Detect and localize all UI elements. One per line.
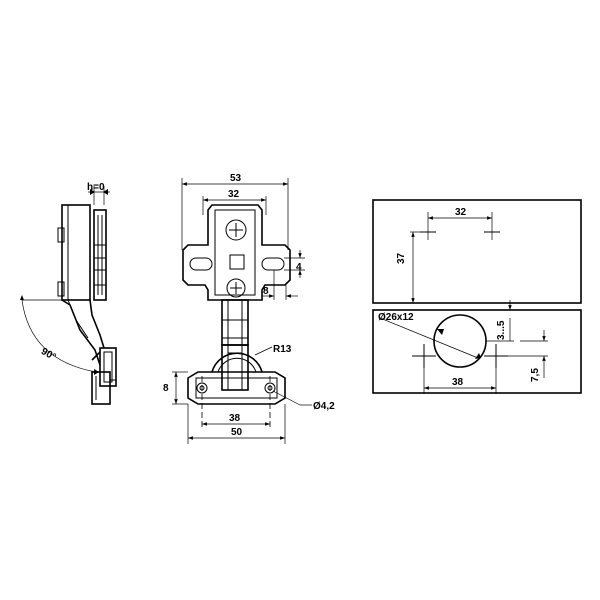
left-screw-hole bbox=[196, 382, 208, 394]
screw-spacing-label: 38 bbox=[452, 377, 464, 388]
hole-diameter-label: Ø4,2 bbox=[313, 401, 335, 412]
screw-offset-label: 7,5 bbox=[530, 368, 541, 382]
right-slot bbox=[261, 257, 285, 271]
right-screw-hole bbox=[264, 382, 276, 394]
top-height-label: 37 bbox=[396, 252, 407, 264]
plate-width-label: 50 bbox=[231, 427, 243, 438]
vertical-offset-label: 4 bbox=[296, 262, 302, 273]
mounting-plate bbox=[182, 204, 291, 301]
door-panel bbox=[372, 309, 582, 394]
side-arm-body bbox=[61, 204, 91, 301]
side-cup-base bbox=[91, 371, 111, 405]
side-mounting-plate bbox=[93, 209, 107, 301]
drilling-view: 32 37 Ø26x12 3...5 7,5 38 bbox=[372, 199, 582, 394]
cup-flange-plate bbox=[187, 371, 286, 405]
left-slot bbox=[189, 257, 213, 271]
cup-spec-label: Ø26x12 bbox=[378, 312, 414, 323]
gap-label: h=0 bbox=[87, 182, 105, 193]
side-hinge-cup bbox=[99, 347, 117, 387]
top-spacing-label: 32 bbox=[455, 207, 467, 218]
edge-distance-label: 3...5 bbox=[496, 320, 507, 340]
hinge-cup-body bbox=[221, 344, 249, 391]
side-arm-crank bbox=[61, 299, 101, 366]
adjust-screw-top bbox=[225, 219, 247, 241]
inner-width-label: 32 bbox=[228, 189, 240, 200]
opening-angle-arc bbox=[21, 299, 97, 373]
front-view: 53 32 4 8 bbox=[163, 173, 335, 444]
side-panel bbox=[372, 199, 582, 304]
plate-height-label: 8 bbox=[163, 383, 169, 394]
angle-label: 90° bbox=[39, 346, 58, 363]
hole-spacing-label: 38 bbox=[229, 413, 241, 424]
cup-diameter-leader bbox=[379, 317, 479, 359]
overall-width-label: 53 bbox=[230, 173, 242, 184]
adjust-screw-bottom bbox=[226, 278, 246, 298]
square-window bbox=[229, 254, 245, 270]
cup-bore-circle bbox=[433, 314, 487, 368]
radius-label: R13 bbox=[273, 344, 292, 355]
horizontal-offset-label: 8 bbox=[263, 286, 269, 297]
side-view: h=0 90° bbox=[20, 182, 117, 405]
